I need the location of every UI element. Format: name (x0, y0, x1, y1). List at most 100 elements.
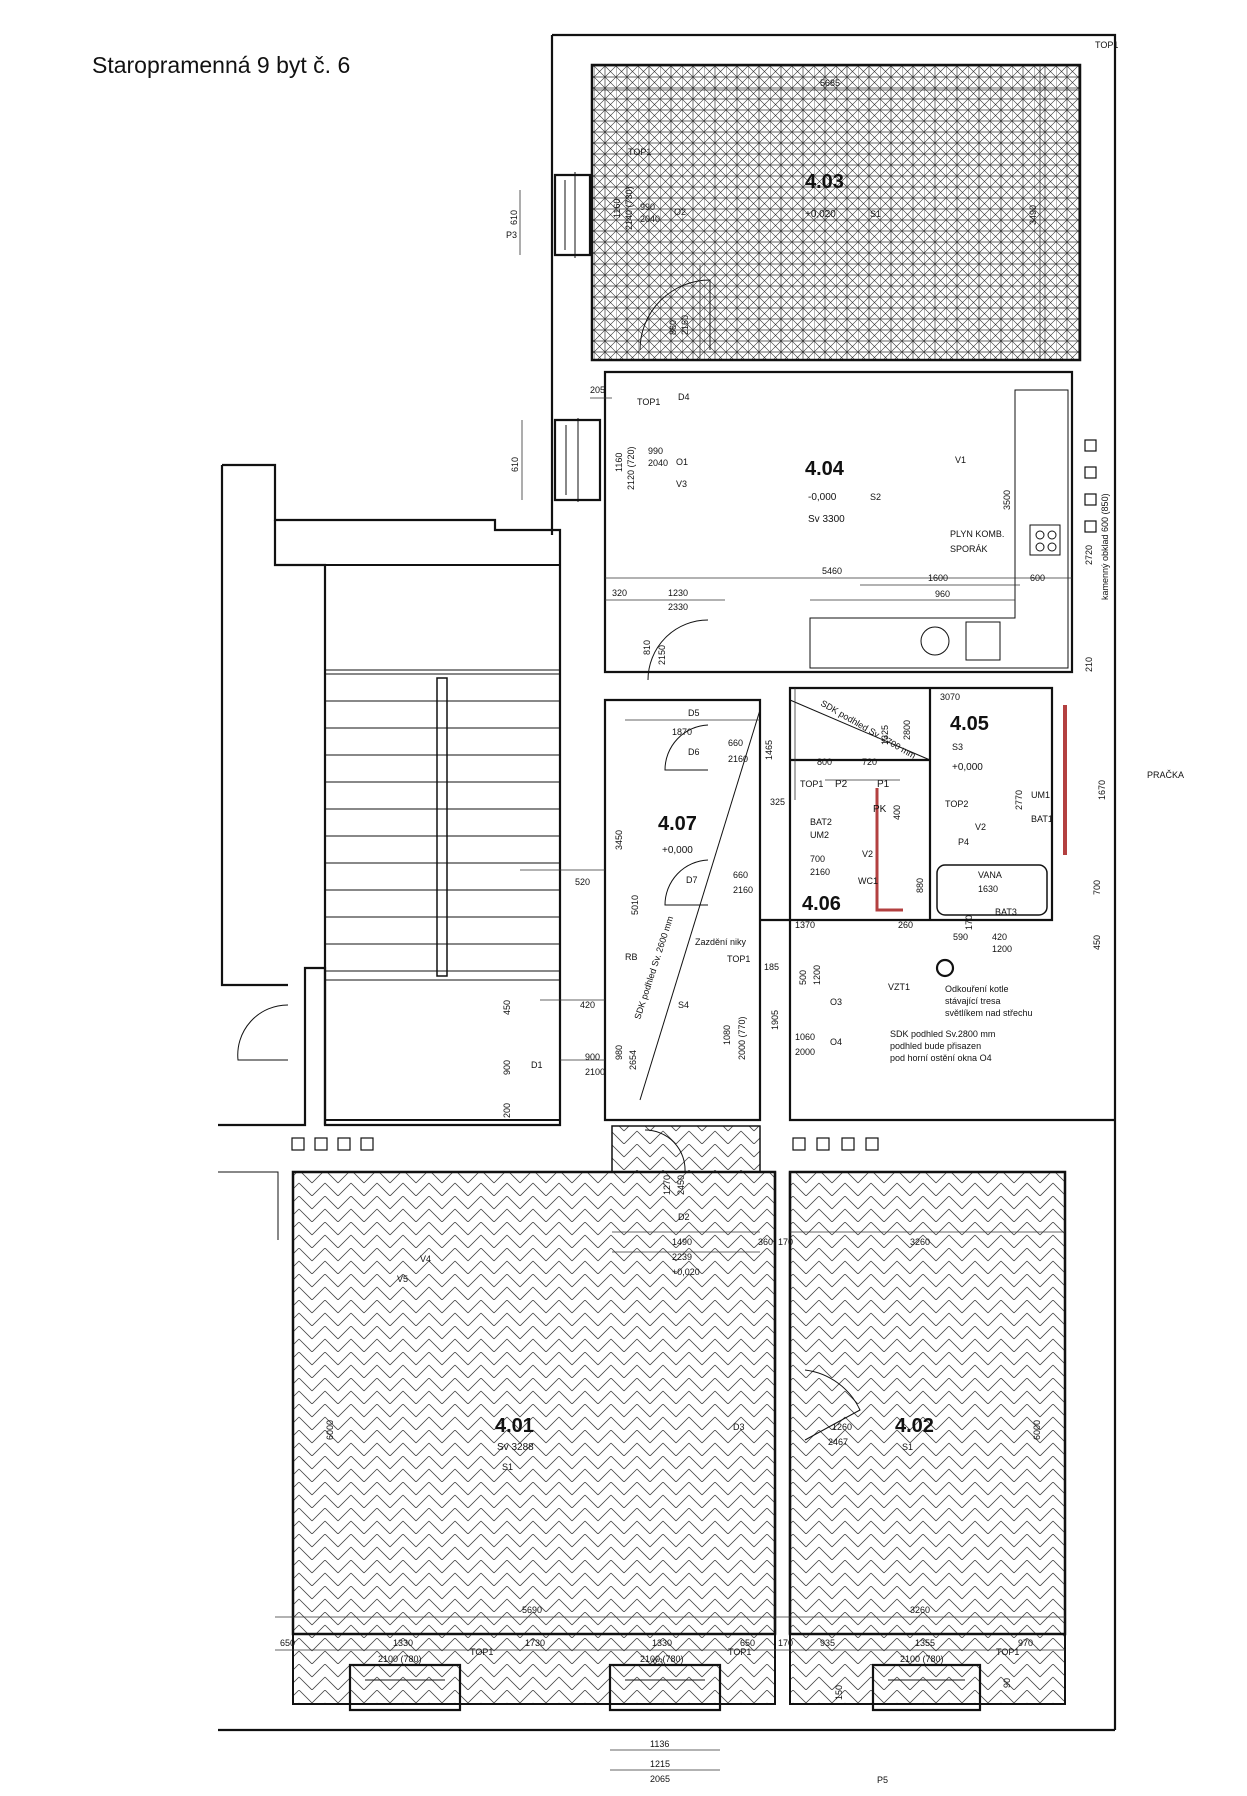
dim-6000a: 6000 (325, 1420, 335, 1440)
label-vzt1: VZT1 (888, 982, 910, 992)
dim-610b: 610 (510, 457, 520, 472)
dim-5685: 5685 (820, 78, 840, 88)
dim-lv1: +0,020 (672, 1267, 700, 1277)
dim-200: 200 (502, 1103, 512, 1118)
dim-660: 660 (728, 738, 743, 748)
tag-v4: V4 (420, 1254, 431, 1264)
dim-980: 980 (614, 1045, 624, 1060)
dim-810: 810 (642, 640, 652, 655)
tag-p3: P3 (506, 230, 517, 240)
dim-400: 400 (892, 805, 902, 820)
tag-o4: O4 (830, 1037, 842, 1047)
tag-p1: P1 (877, 779, 890, 790)
dim-2800: 2800 (902, 720, 912, 740)
room-4-04-height: Sv 3300 (808, 514, 845, 525)
label-plyn: PLYN KOMB. (950, 529, 1004, 539)
dim-1370: 1370 (795, 920, 815, 930)
label-vana-dim: 1630 (978, 884, 998, 894)
symbol-tags: TOP1 TOP1 TOP1 TOP1 TOP1 TOP1 TOP1 TOP1 … (397, 40, 1118, 1785)
tag-top1-g: TOP1 (728, 1647, 751, 1657)
label-lin-odvod: kamenný obklad 600 (850) (1100, 493, 1110, 600)
room-4-01-floor (291, 1170, 777, 1636)
dim-1730: 1730 (525, 1638, 545, 1648)
room-4-07-tag: S4 (678, 1000, 689, 1010)
dim-2467: 2467 (828, 1437, 848, 1447)
dim-185: 185 (764, 962, 779, 972)
room-4-01-height: Sv 3288 (497, 1442, 534, 1453)
dim-935: 935 (820, 1638, 835, 1648)
tag-v2a: V2 (862, 849, 873, 859)
dim-2100c: 2100 (780) (900, 1654, 944, 1664)
dim-650: 650 (280, 1638, 295, 1648)
label-sdk-2: podhled bude přisazen (890, 1041, 981, 1051)
tag-o3: O3 (830, 997, 842, 1007)
room-4-02-floor (788, 1170, 1067, 1636)
dim-520: 520 (575, 877, 590, 887)
dim-6000b: 6000 (1032, 1420, 1042, 1440)
tag-d5: D5 (688, 708, 700, 718)
dim-990a: 990 (640, 202, 655, 212)
room-4-03-floor (590, 63, 1082, 362)
dim-260: 260 (898, 920, 913, 930)
dimension-lines (275, 65, 1080, 1771)
tag-d4: D4 (678, 392, 690, 402)
dim-720: 720 (862, 757, 877, 767)
room-4-03-level: +0,020 (805, 209, 836, 220)
dim-90: 90 (1002, 1678, 1012, 1688)
tag-d3: D3 (733, 1422, 745, 1432)
dim-210: 210 (1084, 657, 1094, 672)
dim-5690: 5690 (522, 1605, 542, 1615)
dim-900b: 900 (585, 1052, 600, 1062)
dim-700b: 700 (1092, 880, 1102, 895)
tag-v3b: V3 (652, 1657, 663, 1667)
dim-1325: 1325 (880, 725, 890, 745)
dim-170c: 170 (778, 1638, 793, 1648)
dim-590: 590 (953, 932, 968, 942)
dim-1260: 1260 (832, 1422, 852, 1432)
tag-d1: D1 (531, 1060, 543, 1070)
tag-p4: P4 (958, 837, 969, 847)
tag-bat3: BAT3 (995, 907, 1017, 917)
dim-880: 880 (915, 878, 925, 893)
label-odkoureni-2: stávající tresa (945, 996, 1001, 1006)
dim-2140: 2140 (730) (624, 186, 634, 230)
dim-1905: 1905 (770, 1010, 780, 1030)
dim-450b: 450 (502, 1000, 512, 1015)
room-4-06-number: 4.06 (802, 893, 841, 915)
dim-2100a: 2100 (780) (378, 1654, 422, 1664)
tag-bat1: BAT1 (1031, 814, 1053, 824)
label-sporak: SPORÁK (950, 544, 988, 554)
dim-2160c: 2160 (810, 867, 830, 877)
room-4-04-tag: S2 (870, 492, 881, 502)
dim-1200b: 1200 (812, 965, 822, 985)
dim-1136: 1136 (650, 1739, 669, 1749)
room-4-03-number: 4.03 (805, 171, 844, 193)
dim-2040a: 2040 (640, 214, 660, 224)
tag-um1: UM1 (1031, 790, 1050, 800)
dim-650b: 650 (740, 1638, 755, 1648)
tag-bat2: BAT2 (810, 817, 832, 827)
dim-1160a: 1160 (612, 199, 622, 218)
dim-1330a: 1330 (393, 1638, 413, 1648)
dim-2330: 2330 (668, 602, 688, 612)
label-zazdeni: Zazdění niky (695, 937, 747, 947)
dim-325: 325 (770, 797, 785, 807)
tag-top1-b: TOP1 (628, 147, 651, 157)
tag-top2: TOP2 (945, 799, 968, 809)
room-4-05-level: +0,000 (952, 762, 983, 773)
label-rb: RB (625, 952, 638, 962)
tag-top1-f: TOP1 (470, 1647, 493, 1657)
tag-o2: O2 (674, 207, 686, 217)
annotations: PLYN KOMB. SPORÁK PRAČKA VANA 1630 Zazdě… (625, 493, 1184, 1063)
staircase (324, 564, 561, 1121)
dim-2065: 2065 (650, 1774, 670, 1784)
tag-top1-a: TOP1 (1095, 40, 1118, 50)
tag-top1-h: TOP1 (996, 1647, 1019, 1657)
dim-2720: 2720 (1084, 545, 1094, 565)
room-4-01-tag: S1 (502, 1462, 513, 1472)
dim-1060: 1060 (795, 1032, 815, 1042)
tag-o1: O1 (676, 457, 688, 467)
dim-970: 970 (1018, 1638, 1033, 1648)
room-4-07-number: 4.07 (658, 813, 697, 835)
dim-1270: 1270 (662, 1175, 672, 1195)
